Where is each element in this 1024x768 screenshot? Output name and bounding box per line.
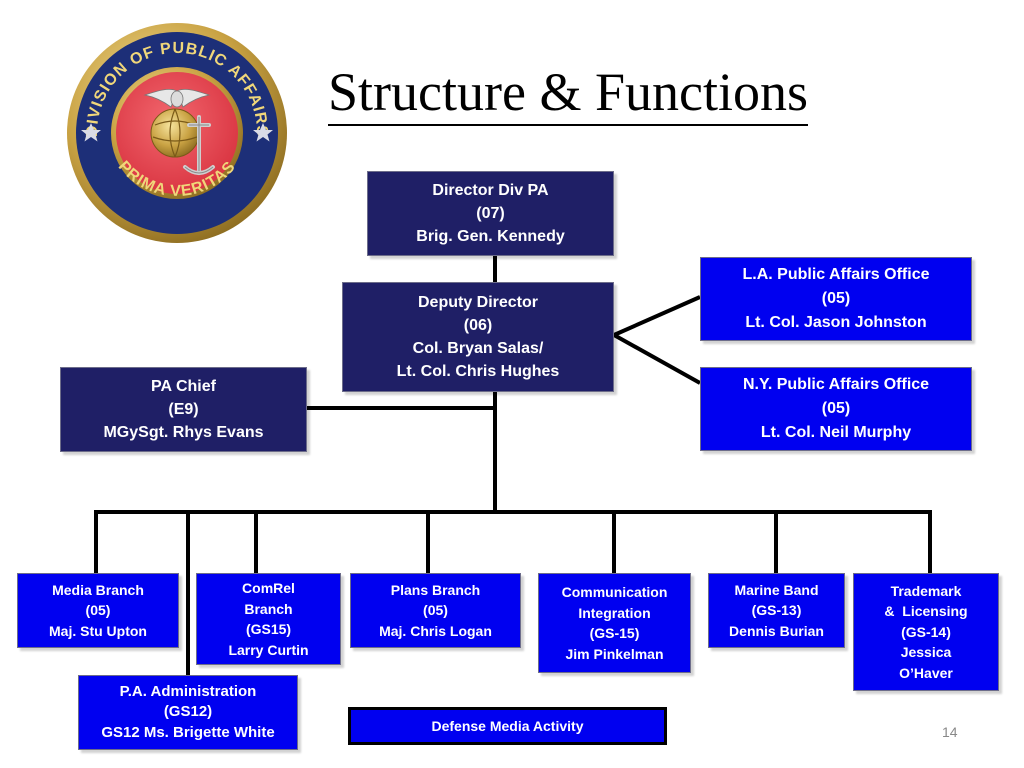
connector-la-office [613,295,701,337]
pa-chief-box: PA Chief (E9) MGySgt. Rhys Evans [60,367,307,452]
director-box: Director Div PA (07) Brig. Gen. Kennedy [367,171,614,256]
pa-chief-title: PA Chief [151,378,216,395]
ny-office-grade: (05) [821,400,851,417]
media-branch-title: Media Branch [52,581,144,598]
pa-administration-box: P.A. Administration (GS12) GS12 Ms. Brig… [78,675,298,750]
marine-band-name: Dennis Burian [729,622,824,639]
ny-office-name: Lt. Col. Neil Murphy [760,424,912,441]
marine-band-box: Marine Band (GS-13) Dennis Burian [708,573,845,648]
trademark-title-1: Trademark [890,582,962,599]
la-office-box: L.A. Public Affairs Office (05) Lt. Col.… [700,257,972,341]
comm-title-1: Communication [561,584,668,600]
pa-chief-name: MGySgt. Rhys Evans [103,424,264,441]
comm-grade: (GS-15) [589,625,640,641]
marine-band-title: Marine Band [734,581,819,598]
deputy-title: Deputy Director [417,294,539,311]
plans-branch-title: Plans Branch [390,581,481,598]
deputy-grade: (06) [463,317,493,334]
media-branch-box: Media Branch (05) Maj. Stu Upton [17,573,179,648]
deputy-name-2: Lt. Col. Chris Hughes [396,363,560,380]
admin-title: P.A. Administration [119,682,257,700]
deputy-director-box: Deputy Director (06) Col. Bryan Salas/ L… [342,282,614,392]
ny-office-box: N.Y. Public Affairs Office (05) Lt. Col.… [700,367,972,451]
ny-office-title: N.Y. Public Affairs Office [742,376,930,393]
comrel-branch-box: ComRel Branch (GS15) Larry Curtin [196,573,341,665]
connector-ny-office [613,333,701,385]
communication-integration-box: Communication Integration (GS-15) Jim Pi… [538,573,691,673]
trademark-name-1: Jessica [900,644,952,661]
pa-chief-grade: (E9) [168,401,199,418]
plans-branch-name: Maj. Chris Logan [379,622,492,639]
trademark-licensing-box: Trademark & Licensing (GS-14) Jessica O’… [853,573,999,691]
page-title: Structure & Functions [328,60,808,126]
page-number: 14 [942,724,958,740]
director-grade: (07) [476,205,505,222]
admin-name: GS12 Ms. Brigette White [101,723,275,741]
trademark-grade: (GS-14) [901,623,951,640]
admin-grade: (GS12) [163,703,213,721]
plans-branch-grade: (05) [423,602,448,619]
plans-branch-box: Plans Branch (05) Maj. Chris Logan [350,573,521,648]
deputy-name-1: Col. Bryan Salas/ [412,340,544,357]
marine-band-grade: (GS-13) [751,602,802,619]
trademark-name-2: O’Haver [899,664,953,681]
la-office-title: L.A. Public Affairs Office [742,266,930,283]
trademark-title-2: & Licensing [884,603,968,620]
comrel-branch-title-1: ComRel [242,580,295,596]
director-title: Director Div PA [432,182,549,199]
media-branch-name: Maj. Stu Upton [49,622,147,639]
comrel-branch-grade: (GS15) [245,621,292,637]
la-office-grade: (05) [821,290,851,307]
media-branch-grade: (05) [85,602,111,619]
comrel-branch-title-2: Branch [244,600,293,617]
defense-media-activity-box: Defense Media Activity [348,707,667,745]
public-affairs-seal-logo: DIVISION OF PUBLIC AFFAIRS PRIMA VERITAS [67,23,287,243]
comrel-branch-name: Larry Curtin [228,641,309,658]
director-name: Brig. Gen. Kennedy [416,228,565,245]
comm-title-2: Integration [578,604,651,621]
comm-name: Jim Pinkelman [565,645,664,662]
la-office-name: Lt. Col. Jason Johnston [745,314,927,331]
